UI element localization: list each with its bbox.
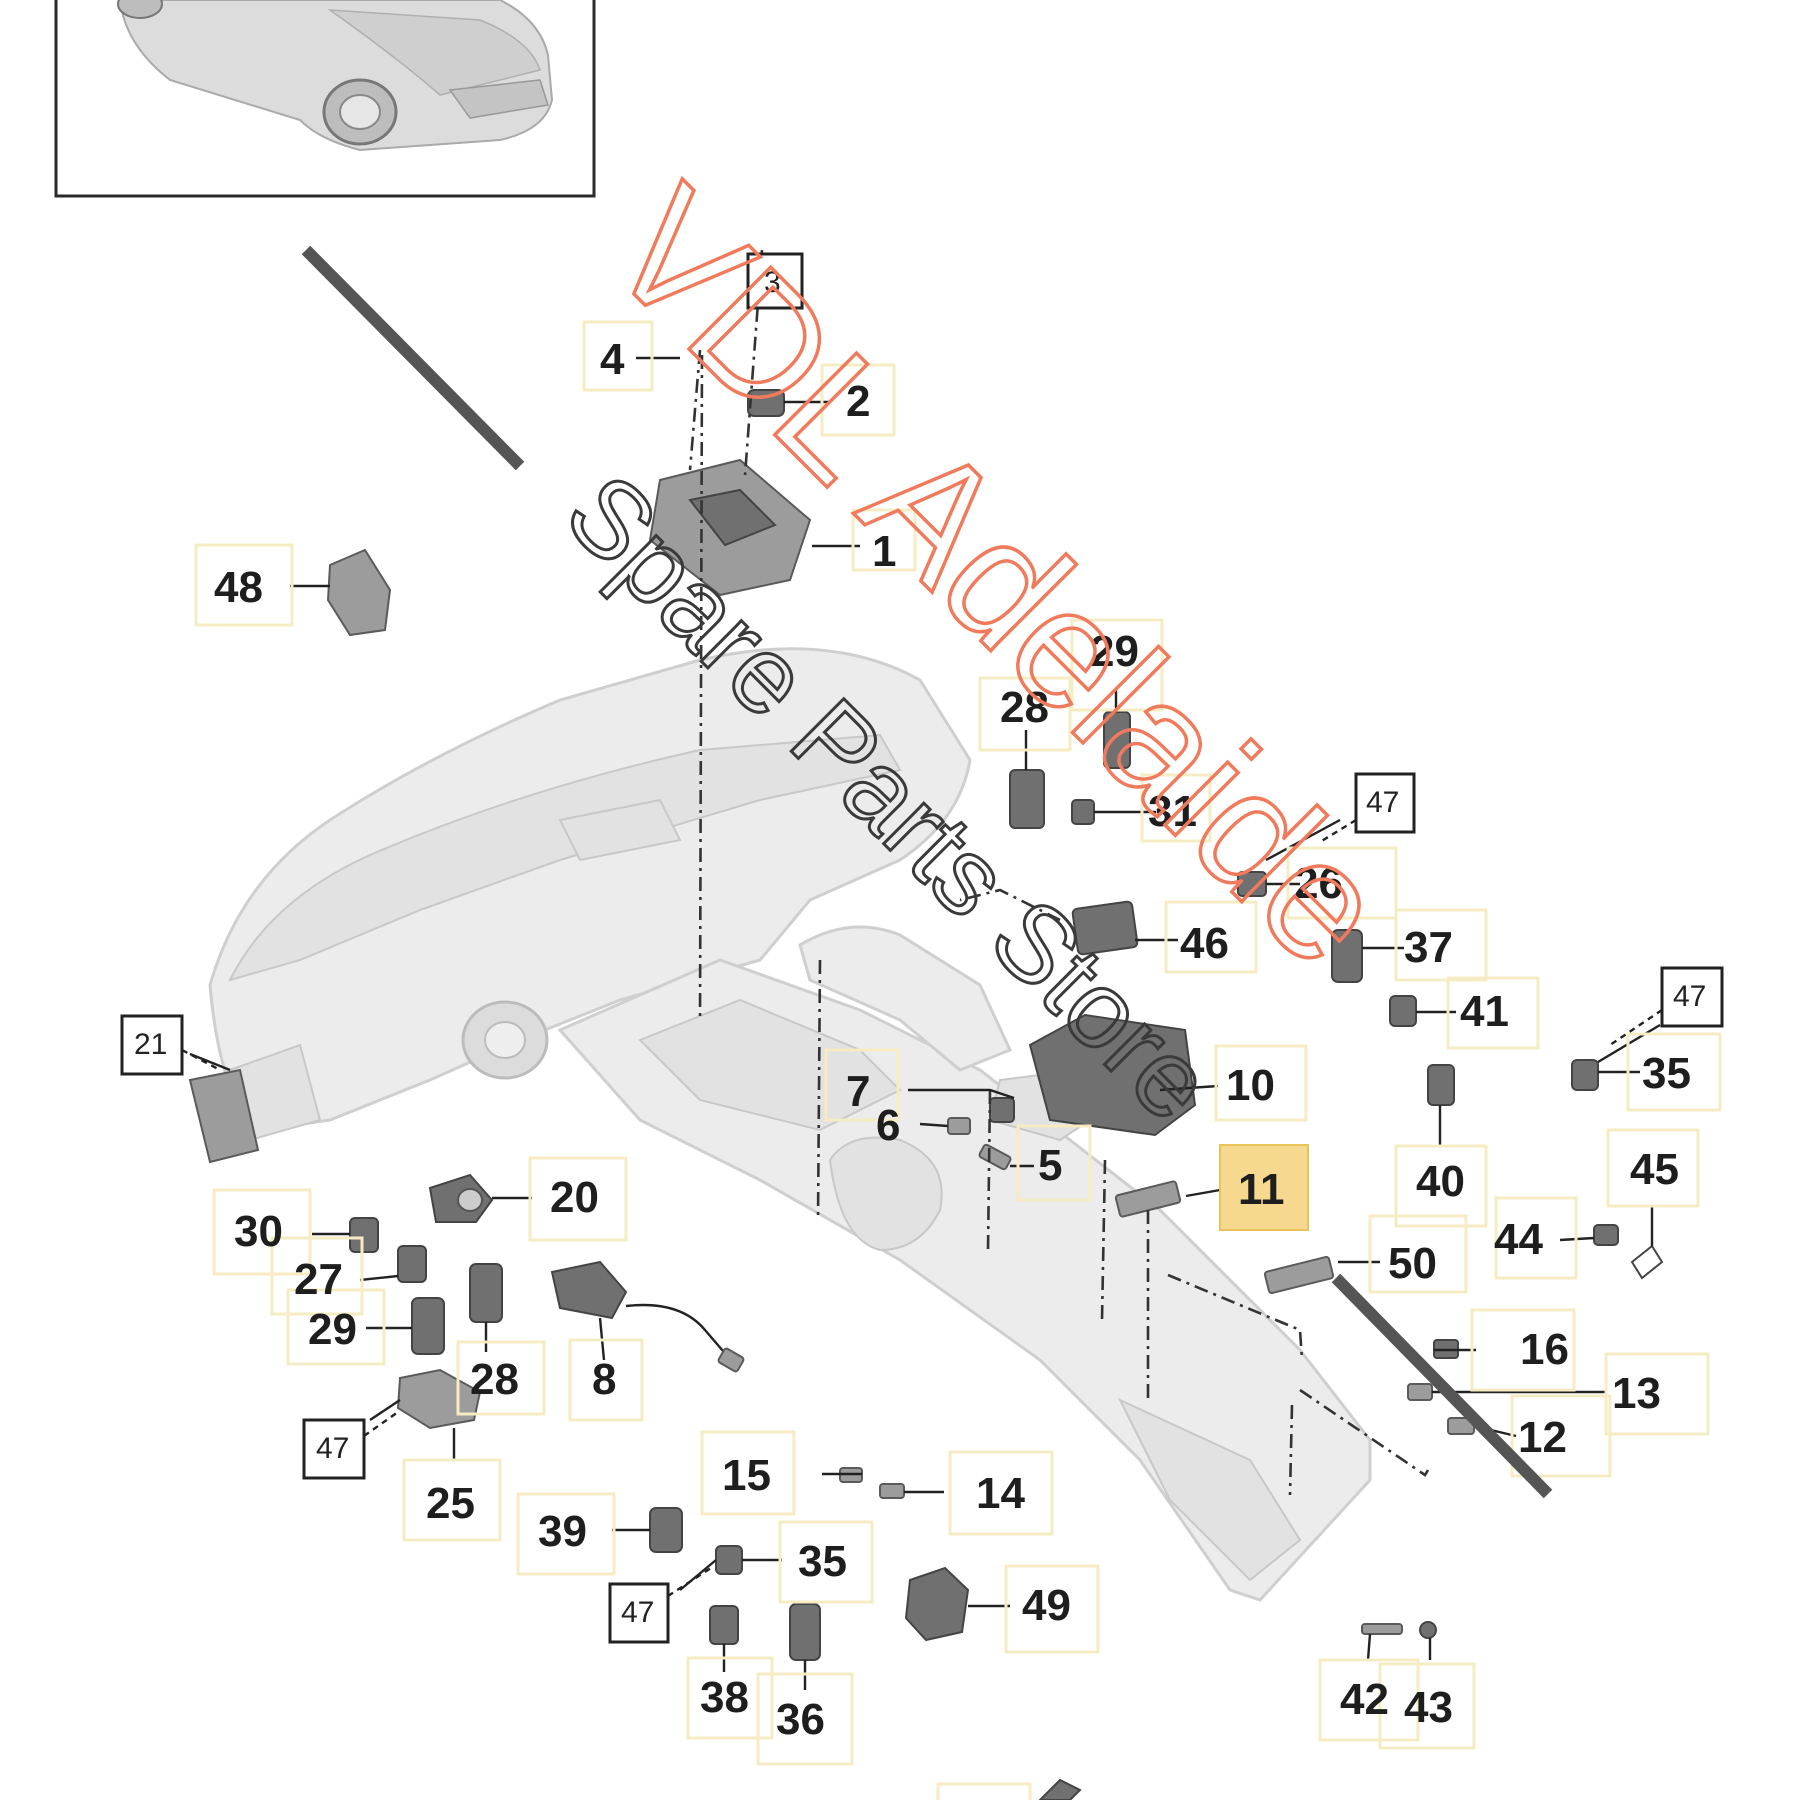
callout-4: 4: [600, 335, 625, 384]
callout-41: 41: [1460, 987, 1509, 1036]
part-29-lower: [411, 1297, 445, 1355]
part-35-lower: [715, 1545, 743, 1575]
callout-29-lower: 29: [308, 1305, 357, 1354]
callout-26: 26: [1294, 859, 1343, 908]
callout-27: 27: [294, 1255, 343, 1304]
callout-49: 49: [1022, 1581, 1071, 1630]
part-13: [1407, 1383, 1433, 1401]
part-6: [947, 1117, 971, 1135]
callout-30: 30: [234, 1207, 283, 1256]
highlight-box-11: [1219, 1144, 1309, 1231]
part-37: [1331, 929, 1363, 983]
callout-8: 8: [592, 1355, 616, 1404]
callout-37: 37: [1404, 923, 1453, 972]
part-48: [326, 548, 392, 637]
callout-29-upper: 29: [1090, 627, 1139, 676]
callout-40: 40: [1416, 1157, 1465, 1206]
callout-7: 7: [846, 1067, 870, 1116]
part-14: [879, 1483, 905, 1499]
callout-14: 14: [976, 1469, 1025, 1518]
callout-47-upper: 47: [1366, 786, 1399, 819]
watermark-slash-top: [301, 245, 525, 471]
callout-5: 5: [1038, 1141, 1062, 1190]
callout-25: 25: [426, 1479, 475, 1528]
callout-31: 31: [1148, 787, 1197, 836]
callout-35-right: 35: [1642, 1049, 1691, 1098]
part-43: [1419, 1621, 1437, 1639]
bottom-partial-parts: [1038, 1778, 1082, 1800]
part-35-right: [1571, 1059, 1599, 1091]
part-21-vent: [188, 1068, 260, 1164]
callout-10: 10: [1226, 1061, 1275, 1110]
callout-35-lower: 35: [798, 1537, 847, 1586]
callout-44: 44: [1494, 1215, 1543, 1264]
part-8: [550, 1260, 628, 1320]
callout-12: 12: [1518, 1413, 1567, 1462]
part-31: [1071, 799, 1095, 825]
part-28-upper: [1009, 769, 1045, 829]
callout-47-left: 47: [316, 1432, 349, 1465]
callout-21: 21: [134, 1028, 167, 1061]
callout-45: 45: [1630, 1145, 1679, 1194]
centre-console-body: [557, 925, 1372, 1602]
part-28-lower: [469, 1263, 503, 1323]
part-11: [1114, 1180, 1182, 1218]
car-illustration: [117, 0, 554, 152]
part-38: [709, 1605, 739, 1645]
callout-28-lower: 28: [470, 1355, 519, 1404]
callout-46: 46: [1180, 919, 1229, 968]
part-40: [1427, 1064, 1455, 1106]
reference-boxes: [120, 252, 1724, 1644]
part-44: [1593, 1224, 1619, 1246]
part-42: [1361, 1623, 1403, 1635]
callout-1: 1: [872, 527, 896, 576]
callout-2: 2: [846, 377, 870, 426]
callout-39: 39: [538, 1507, 587, 1556]
callout-13: 13: [1612, 1369, 1661, 1418]
part-36: [789, 1603, 821, 1661]
callout-47-right: 47: [1673, 980, 1706, 1013]
callout-42: 42: [1340, 1675, 1389, 1724]
part-30: [349, 1217, 379, 1253]
part-46: [1071, 900, 1139, 956]
callout-15: 15: [722, 1451, 771, 1500]
part-50: [1263, 1255, 1335, 1295]
part-27: [397, 1245, 427, 1283]
callout-16: 16: [1520, 1325, 1569, 1374]
part-39: [649, 1507, 683, 1553]
callout-48: 48: [214, 563, 263, 612]
dashboard-body: [208, 647, 972, 1142]
callout-28-upper: 28: [1000, 683, 1049, 732]
callout-11: 11: [1238, 1165, 1285, 1214]
part-25: [396, 1368, 482, 1430]
part-49: [904, 1566, 970, 1642]
callout-labels: 3 4 2 1 48 29 28 31 47 26 46 37 47 41 35…: [134, 266, 1706, 1744]
part-41: [1389, 995, 1417, 1027]
callout-36: 36: [776, 1695, 825, 1744]
callout-3: 3: [764, 266, 781, 299]
callout-50: 50: [1388, 1239, 1437, 1288]
parts: [188, 389, 1664, 1661]
part-45: [1630, 1244, 1664, 1280]
callout-43: 43: [1404, 1683, 1453, 1732]
part-5: [978, 1143, 1012, 1171]
vehicle-inset: [54, 0, 596, 198]
callout-boxes: [194, 320, 1722, 1800]
callout-38: 38: [700, 1673, 749, 1722]
callout-20: 20: [550, 1173, 599, 1222]
part-7: [989, 1097, 1015, 1123]
callout-47-lower: 47: [621, 1596, 654, 1629]
watermark-slash-bottom: [1331, 1273, 1553, 1499]
part-10: [1028, 1013, 1197, 1137]
callout-6: 6: [876, 1101, 900, 1150]
